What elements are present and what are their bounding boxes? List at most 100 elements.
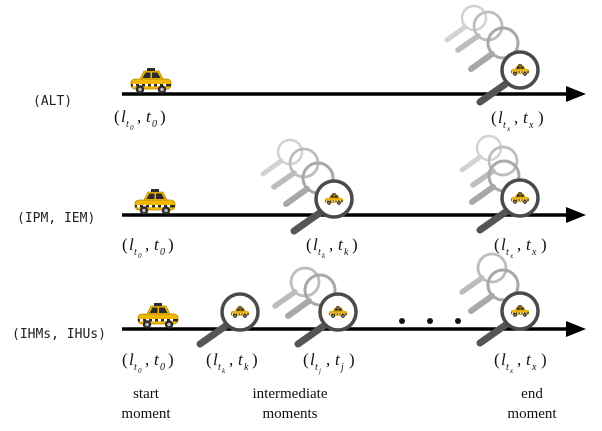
svg-text:,: , xyxy=(514,108,518,127)
svg-text:t: t xyxy=(526,350,532,369)
taxi-icon-ipm-start xyxy=(134,188,176,216)
svg-text:(: ( xyxy=(206,350,212,369)
svg-text:moment: moment xyxy=(507,406,557,422)
svg-text:0: 0 xyxy=(130,124,134,132)
svg-text:t: t xyxy=(154,235,160,254)
svg-text:0: 0 xyxy=(138,367,142,375)
caption-intermediate-moments: intermediate moments xyxy=(253,386,328,422)
svg-text:0: 0 xyxy=(160,362,165,373)
row-label-alt: (ALT) xyxy=(33,94,72,109)
svg-text:): ) xyxy=(538,108,544,127)
point-label-ihms-k: ( l t k , t k ) xyxy=(206,350,258,375)
caption-start-moment: start moment xyxy=(121,386,171,422)
point-label-alt-start: ( l t 0 , t 0 ) xyxy=(114,107,166,132)
svg-text:j: j xyxy=(318,367,321,375)
svg-text:l: l xyxy=(501,350,506,369)
svg-text:(: ( xyxy=(306,235,312,254)
svg-text:t: t xyxy=(146,107,152,126)
svg-text:x: x xyxy=(509,252,514,260)
svg-text:k: k xyxy=(344,247,349,258)
svg-text:,: , xyxy=(145,235,149,254)
point-label-ihms-j: ( l t j , t j ) xyxy=(303,350,355,375)
svg-text:t: t xyxy=(335,350,341,369)
svg-text:moments: moments xyxy=(263,406,318,422)
svg-text:t: t xyxy=(503,120,506,131)
svg-text:,: , xyxy=(326,350,330,369)
svg-text:0: 0 xyxy=(160,247,165,258)
svg-text:,: , xyxy=(229,350,233,369)
row-label-ipm-iem: (IPM, IEM) xyxy=(17,211,95,226)
point-label-ipm-intermediate: ( l t k , t k ) xyxy=(306,235,358,260)
svg-text:): ) xyxy=(160,107,166,126)
svg-text:x: x xyxy=(506,125,511,133)
svg-text:t: t xyxy=(506,247,509,258)
svg-text:,: , xyxy=(329,235,333,254)
svg-text:j: j xyxy=(339,362,344,373)
svg-text:(: ( xyxy=(122,350,128,369)
svg-text:): ) xyxy=(168,350,174,369)
svg-text:,: , xyxy=(137,107,141,126)
svg-text:0: 0 xyxy=(152,119,157,130)
svg-text:t: t xyxy=(134,247,137,258)
svg-text:t: t xyxy=(238,350,244,369)
svg-text:,: , xyxy=(517,350,521,369)
point-label-alt-end: ( l t x , t x ) xyxy=(491,108,544,133)
svg-text:t: t xyxy=(126,119,129,130)
svg-text:x: x xyxy=(528,120,534,131)
row-label-ihms-ihus: (IHMs, IHUs) xyxy=(12,327,106,342)
svg-text:(: ( xyxy=(494,235,500,254)
svg-text:(: ( xyxy=(114,107,120,126)
svg-text:): ) xyxy=(252,350,258,369)
svg-text:l: l xyxy=(213,350,218,369)
svg-text:t: t xyxy=(154,350,160,369)
svg-text:(: ( xyxy=(494,350,500,369)
svg-text:k: k xyxy=(322,252,326,260)
svg-text:start: start xyxy=(133,386,160,402)
svg-text:t: t xyxy=(506,362,509,373)
svg-text:): ) xyxy=(541,235,547,254)
svg-text:end: end xyxy=(521,386,543,402)
svg-text:l: l xyxy=(129,350,134,369)
svg-text:intermediate: intermediate xyxy=(253,386,328,402)
svg-text:(: ( xyxy=(303,350,309,369)
svg-text:x: x xyxy=(531,247,537,258)
svg-text:t: t xyxy=(526,235,532,254)
svg-text:l: l xyxy=(129,235,134,254)
svg-text:t: t xyxy=(315,362,318,373)
svg-text:x: x xyxy=(509,367,514,375)
point-label-ihms-start: ( l t 0 , t 0 ) xyxy=(122,350,174,375)
svg-text:moment: moment xyxy=(121,406,171,422)
svg-text:t: t xyxy=(523,108,529,127)
svg-text:,: , xyxy=(145,350,149,369)
svg-text:t: t xyxy=(218,362,221,373)
point-label-ipm-end: ( l t x , t x ) xyxy=(494,235,547,260)
arrowhead-ipm-iem xyxy=(566,207,586,223)
svg-text:): ) xyxy=(352,235,358,254)
magnifier-icon-ihms-k xyxy=(200,294,258,344)
ellipsis-dots xyxy=(399,318,461,324)
svg-text:,: , xyxy=(517,235,521,254)
arrowhead-ihms-ihus xyxy=(566,321,586,337)
svg-text:x: x xyxy=(531,362,537,373)
svg-text:t: t xyxy=(338,235,344,254)
taxi-icon-alt-start xyxy=(130,67,172,95)
svg-text:t: t xyxy=(134,362,137,373)
svg-text:0: 0 xyxy=(138,252,142,260)
taxi-icon-ihms-start xyxy=(137,302,179,330)
svg-text:): ) xyxy=(349,350,355,369)
svg-text:): ) xyxy=(168,235,174,254)
arrowhead-alt xyxy=(566,86,586,102)
svg-text:l: l xyxy=(501,235,506,254)
svg-text:): ) xyxy=(541,350,547,369)
svg-text:l: l xyxy=(313,235,318,254)
svg-text:(: ( xyxy=(491,108,497,127)
svg-text:l: l xyxy=(310,350,315,369)
svg-text:k: k xyxy=(222,367,226,375)
point-label-ihms-end: ( l t x , t x ) xyxy=(494,350,547,375)
svg-text:l: l xyxy=(121,107,126,126)
svg-text:t: t xyxy=(318,247,321,258)
caption-end-moment: end moment xyxy=(507,386,557,422)
svg-text:(: ( xyxy=(122,235,128,254)
